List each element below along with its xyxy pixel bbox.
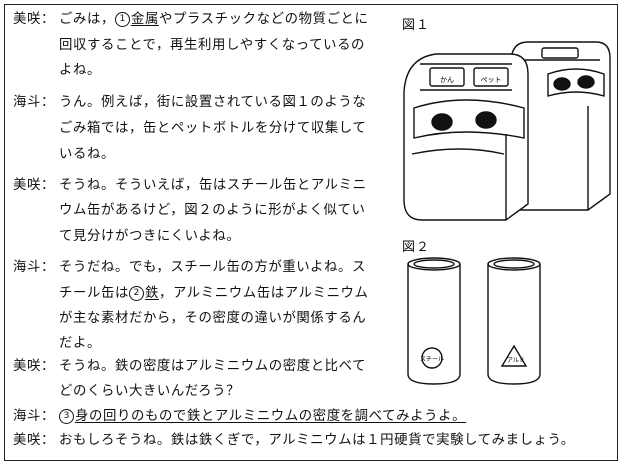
- dialogue-line-15: どのくらい大きいんだろう？: [59, 384, 241, 399]
- bin-sign-pet: ペット: [481, 76, 502, 84]
- text: そうね。そういえば，缶はスチール缶とアルミニ: [59, 178, 367, 193]
- dialogue-line-12: が主な素材だから，その密度の違いが関係するん: [59, 311, 367, 326]
- document-frame: [4, 4, 618, 461]
- circled-number: 3: [59, 409, 74, 424]
- steel-can-mark: スチール: [420, 356, 444, 363]
- dialogue-line-3: よね。: [59, 63, 101, 78]
- dialogue-line-7: 美咲： そうね。そういえば，缶はスチール缶とアルミニ: [13, 178, 367, 194]
- dialogue-line-5: ごみ箱では，缶とペットボトルを分けて収集して: [59, 121, 367, 136]
- dialogue-line-13: だよ。: [59, 336, 101, 351]
- text: チール缶は: [59, 286, 129, 301]
- dialogue-line-14: 美咲： そうね。鉄の密度はアルミニウムの密度と比べて: [13, 359, 366, 375]
- text: そうだね。でも，スチール缶の方が重いよね。ス: [59, 260, 366, 275]
- figure-2-label: 図２: [402, 240, 431, 255]
- figure-1-label: 図１: [402, 18, 431, 33]
- underlined-term: 鉄: [144, 286, 159, 301]
- text: ，アルミニウム缶はアルミニウム: [158, 286, 369, 301]
- figure-2-cans-illustration: スチール アルミ: [407, 257, 541, 385]
- text: うん。例えば，街に設置されている図１のような: [59, 95, 367, 110]
- speaker: 美咲：: [13, 359, 55, 374]
- speaker: 海斗：: [13, 260, 55, 275]
- text: やプラスチックなどの物質ごとに: [158, 12, 369, 27]
- speaker: 美咲：: [13, 12, 55, 27]
- circled-number: 1: [114, 12, 130, 27]
- speaker: 美咲：: [13, 433, 55, 448]
- dialogue-line-8: ウム缶があるけど，図２のように形がよく似てい: [59, 203, 366, 218]
- underlined-term: 金属: [130, 12, 159, 27]
- dialogue-line-2: 回収することで，再生利用しやすくなっているの: [59, 38, 366, 53]
- dialogue-line-10: 海斗： そうだね。でも，スチール缶の方が重いよね。ス: [13, 260, 366, 276]
- speaker: 美咲：: [13, 178, 55, 193]
- dialogue-line-9: て見分けがつきにくいよね。: [59, 229, 241, 244]
- bin-sign-cans: かん: [440, 76, 454, 84]
- dialogue-line-4: 海斗： うん。例えば，街に設置されている図１のような: [13, 95, 366, 111]
- text: そうね。鉄の密度はアルミニウムの密度と比べて: [59, 359, 367, 374]
- text: おもしろそうね。鉄は鉄くぎで，アルミニウムは１円硬貨で実験してみましょう。: [59, 433, 575, 448]
- figure-1-recycling-bins-illustration: かん ペット: [403, 41, 611, 221]
- circled-number: 2: [128, 286, 144, 301]
- underlined-sentence: 身の回りのもので鉄とアルミニウムの密度を調べてみようよ。: [75, 409, 467, 424]
- aluminium-can-mark: アルミ: [507, 357, 525, 364]
- text: ごみは，: [59, 12, 115, 27]
- speaker: 海斗：: [13, 95, 55, 110]
- dialogue-line-6: いるね。: [59, 147, 115, 162]
- dialogue-line-17: 美咲： おもしろそうね。鉄は鉄くぎで，アルミニウムは１円硬貨で実験してみましょう。: [13, 433, 575, 449]
- speaker: 海斗：: [13, 409, 55, 424]
